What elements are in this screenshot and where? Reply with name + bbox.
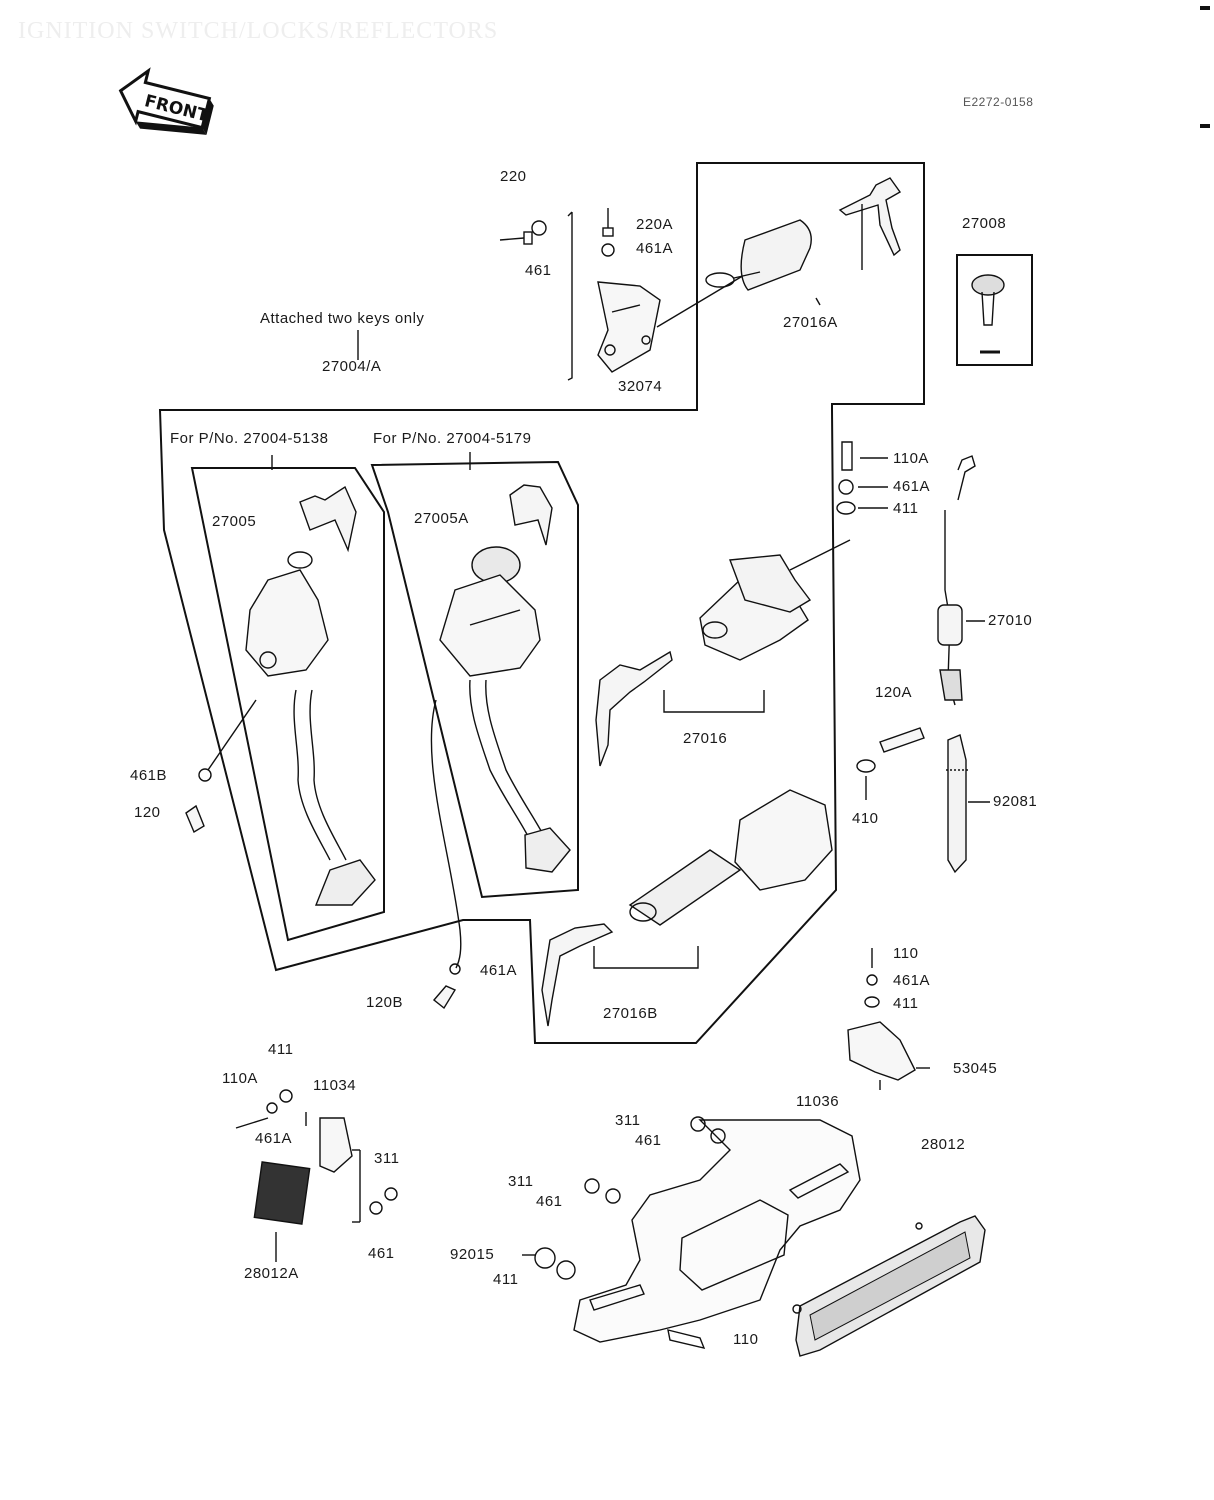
scan-edge-mark xyxy=(1200,6,1210,10)
part-label-92015: 92015 xyxy=(450,1246,495,1263)
panel-27004-5179 xyxy=(370,460,579,899)
note-for-pno-5179: For P/No. 27004-5179 xyxy=(373,430,532,447)
part-label-27005: 27005 xyxy=(212,513,257,530)
part-label-311: 311 xyxy=(615,1112,641,1129)
part-label-110: 110 xyxy=(733,1331,759,1348)
part-label-461: 461 xyxy=(368,1245,395,1262)
part-label-411: 411 xyxy=(893,500,919,517)
part-label-27004a: 27004/A xyxy=(322,358,382,375)
part-label-27010: 27010 xyxy=(988,612,1033,629)
part-label-92081: 92081 xyxy=(993,793,1038,810)
part-label-11036: 11036 xyxy=(796,1093,840,1110)
part-label-27016: 27016 xyxy=(683,730,728,747)
note-for-pno-5138: For P/No. 27004-5138 xyxy=(170,430,329,447)
part-label-461a: 461A xyxy=(480,962,518,979)
part-label-110a: 110A xyxy=(222,1070,258,1087)
panel-27004-5138 xyxy=(190,467,385,942)
part-label-11034: 11034 xyxy=(313,1077,357,1094)
part-label-461a: 461A xyxy=(255,1130,293,1147)
part-label-28012a: 28012A xyxy=(244,1265,299,1282)
part-label-220a: 220A xyxy=(636,216,674,233)
part-label-461: 461 xyxy=(525,262,552,279)
part-label-120a: 120A xyxy=(875,684,913,701)
part-label-120: 120 xyxy=(134,804,161,821)
part-label-110: 110 xyxy=(893,945,919,962)
part-label-27016a: 27016A xyxy=(783,314,838,331)
part-label-32074: 32074 xyxy=(618,378,663,395)
reference-code: E2272-0158 xyxy=(963,95,1034,109)
part-label-410: 410 xyxy=(852,810,879,827)
part-label-311: 311 xyxy=(374,1150,400,1167)
part-label-28012: 28012 xyxy=(921,1136,966,1153)
group-outline xyxy=(158,162,925,1044)
part-label-220: 220 xyxy=(500,168,527,185)
front-arrow-icon: FRONT xyxy=(118,67,214,135)
part-label-110a: 110A xyxy=(893,450,929,467)
part-label-461a: 461A xyxy=(893,972,931,989)
faint-page-title: IGNITION SWITCH/LOCKS/REFLECTORS xyxy=(18,18,499,44)
part-label-411: 411 xyxy=(268,1041,294,1058)
part-label-411: 411 xyxy=(893,995,919,1012)
key-tag-box xyxy=(956,254,1033,366)
part-label-461: 461 xyxy=(536,1193,563,1210)
part-label-461b: 461B xyxy=(130,767,168,784)
part-label-120b: 120B xyxy=(366,994,404,1011)
note-attached-two-keys: Attached two keys only xyxy=(260,310,425,327)
part-label-53045: 53045 xyxy=(953,1060,998,1077)
part-label-461a: 461A xyxy=(636,240,674,257)
part-label-27008: 27008 xyxy=(962,215,1007,232)
scan-edge-mark xyxy=(1200,124,1210,128)
part-label-27005a: 27005A xyxy=(414,510,469,527)
part-label-27016b: 27016B xyxy=(603,1005,658,1022)
part-label-461: 461 xyxy=(635,1132,662,1149)
part-label-311: 311 xyxy=(508,1173,534,1190)
part-label-411: 411 xyxy=(493,1271,519,1288)
part-label-461a: 461A xyxy=(893,478,931,495)
